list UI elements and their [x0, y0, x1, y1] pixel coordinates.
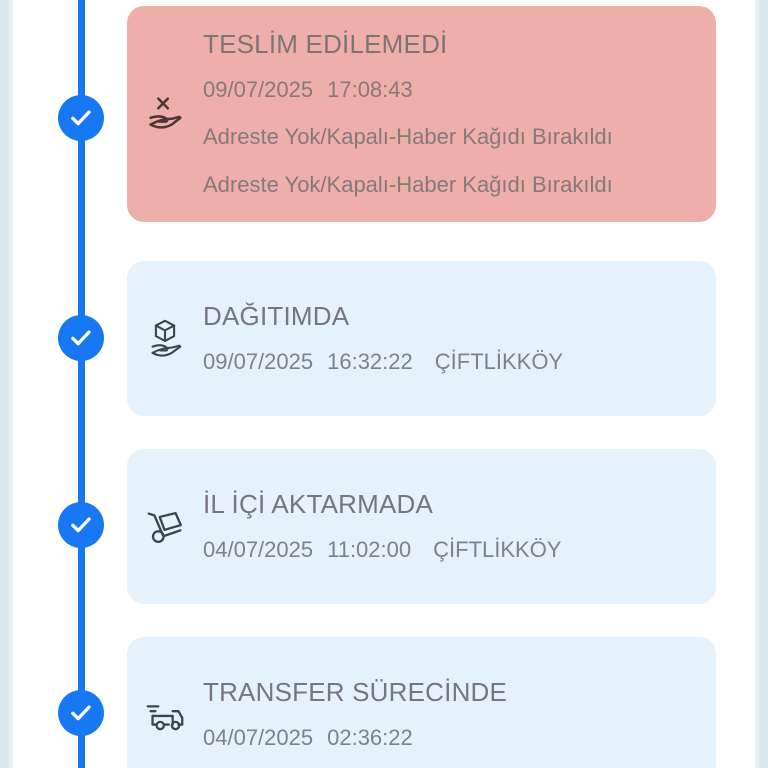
- event-meta: 09/07/2025 17:08:43: [203, 76, 698, 105]
- check-icon: [68, 105, 94, 131]
- event-meta: 04/07/2025 02:36:22: [203, 724, 698, 753]
- event-time: 02:36:22: [327, 724, 413, 750]
- event-date: 04/07/2025: [203, 724, 314, 750]
- timeline-rail: [78, 0, 85, 768]
- page-gutter-right: [755, 0, 768, 768]
- check-icon: [68, 512, 94, 538]
- event-note-1: Adreste Yok/Kapalı-Haber Kağıdı Bırakıld…: [203, 124, 613, 150]
- event-time: 11:02:00: [327, 536, 412, 562]
- event-meta: 09/07/2025 16:32:22 ÇİFTLİKKÖY: [203, 348, 698, 377]
- event-location: ÇİFTLİKKÖY: [433, 536, 562, 562]
- event-note-2: Adreste Yok/Kapalı-Haber Kağıdı Bırakıld…: [203, 172, 613, 198]
- page-gutter-right-inner: [755, 0, 759, 768]
- page-gutter-left-inner: [9, 0, 13, 768]
- event-status: DAĞITIMDA: [203, 301, 350, 332]
- package-not-delivered-icon: [127, 91, 203, 137]
- event-status: TESLİM EDİLEMEDİ: [203, 29, 448, 60]
- timeline-node-3[interactable]: [58, 502, 104, 548]
- event-status: TRANSFER SÜRECİNDE: [203, 677, 508, 708]
- event-card-il-ici-aktarmada[interactable]: İL İÇİ AKTARMADA 04/07/2025 11:02:00 ÇİFTL…: [127, 449, 716, 604]
- check-icon: [68, 700, 94, 726]
- timeline-node-4[interactable]: [58, 690, 104, 736]
- event-location: ÇİFTLİKKÖY: [434, 348, 564, 374]
- hand-truck-icon: [127, 504, 203, 550]
- event-card-body: İL İÇİ AKTARMADA 04/07/2025 11:02:00 ÇİFTL…: [203, 488, 716, 564]
- event-time: 17:08:43: [327, 76, 413, 102]
- event-card-body: TRANSFER SÜRECİNDE 04/07/2025 02:36:22: [203, 676, 716, 752]
- event-status: İL İÇİ AKTARMADA: [203, 489, 434, 520]
- event-date: 09/07/2025: [203, 76, 314, 102]
- event-card-dagitimda[interactable]: DAĞITIMDA 09/07/2025 16:32:22 ÇİFTLİKKÖY: [127, 261, 716, 416]
- package-in-hand-icon: [127, 316, 203, 362]
- event-time: 16:32:22: [327, 348, 413, 374]
- check-icon: [68, 325, 94, 351]
- timeline-node-2[interactable]: [58, 315, 104, 361]
- delivery-truck-icon: [127, 692, 203, 738]
- event-date: 09/07/2025: [203, 348, 314, 374]
- event-card-teslim-edilemedi[interactable]: TESLİM EDİLEMEDİ 09/07/2025 17:08:43 Adre…: [127, 6, 716, 222]
- page-gutter-left: [0, 0, 13, 768]
- event-card-body: DAĞITIMDA 09/07/2025 16:32:22 ÇİFTLİKKÖY: [203, 300, 716, 376]
- timeline-node-1[interactable]: [58, 95, 104, 141]
- event-meta: 04/07/2025 11:02:00 ÇİFTLİKKÖY: [203, 536, 698, 565]
- event-card-transfer-surecinde[interactable]: TRANSFER SÜRECİNDE 04/07/2025 02:36:22: [127, 637, 716, 768]
- event-card-body: TESLİM EDİLEMEDİ 09/07/2025 17:08:43 Adre…: [203, 28, 716, 199]
- event-date: 04/07/2025: [203, 536, 314, 562]
